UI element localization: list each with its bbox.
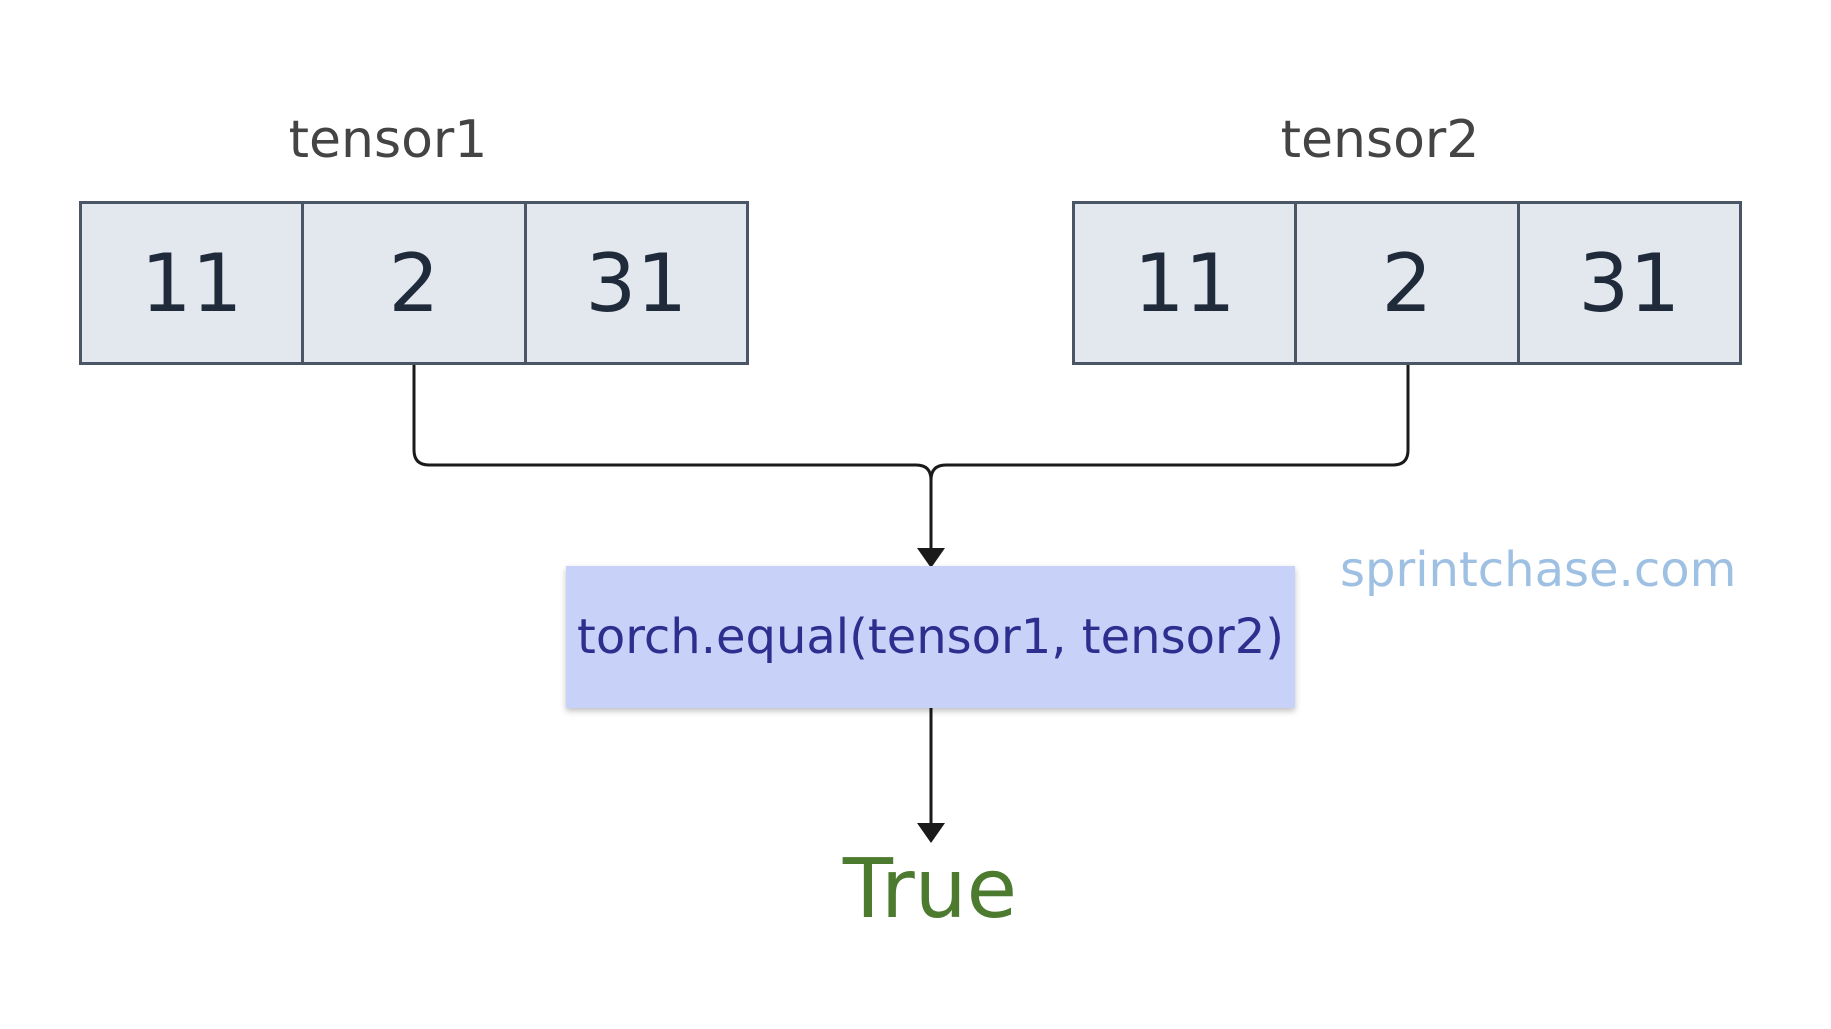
tensor2-label: tensor2 xyxy=(1280,110,1480,170)
tensor1-cell-2: 31 xyxy=(585,236,688,330)
arrowhead-to-function xyxy=(917,548,945,568)
result-text: True xyxy=(842,842,1018,937)
tensor1-array: 11 2 31 xyxy=(79,201,749,365)
tensor1-cell-1: 2 xyxy=(304,204,527,362)
tensor2-array: 11 2 31 xyxy=(1072,201,1742,365)
tensor2-connector xyxy=(929,365,1410,481)
tensor1-connector xyxy=(412,365,933,481)
tensor2-cell-1: 2 xyxy=(1297,204,1520,362)
function-call-text: torch.equal(tensor1, tensor2) xyxy=(577,609,1284,665)
arrowhead-to-result xyxy=(917,823,945,843)
equal-function-box: torch.equal(tensor1, tensor2) xyxy=(566,566,1295,708)
watermark: sprintchase.com xyxy=(1340,542,1737,598)
tensor1-label: tensor1 xyxy=(288,110,488,170)
tensor2-cell-0: 11 xyxy=(1075,204,1298,362)
tensor2-cell-2: 31 xyxy=(1578,236,1681,330)
tensor1-cell-0: 11 xyxy=(82,204,305,362)
